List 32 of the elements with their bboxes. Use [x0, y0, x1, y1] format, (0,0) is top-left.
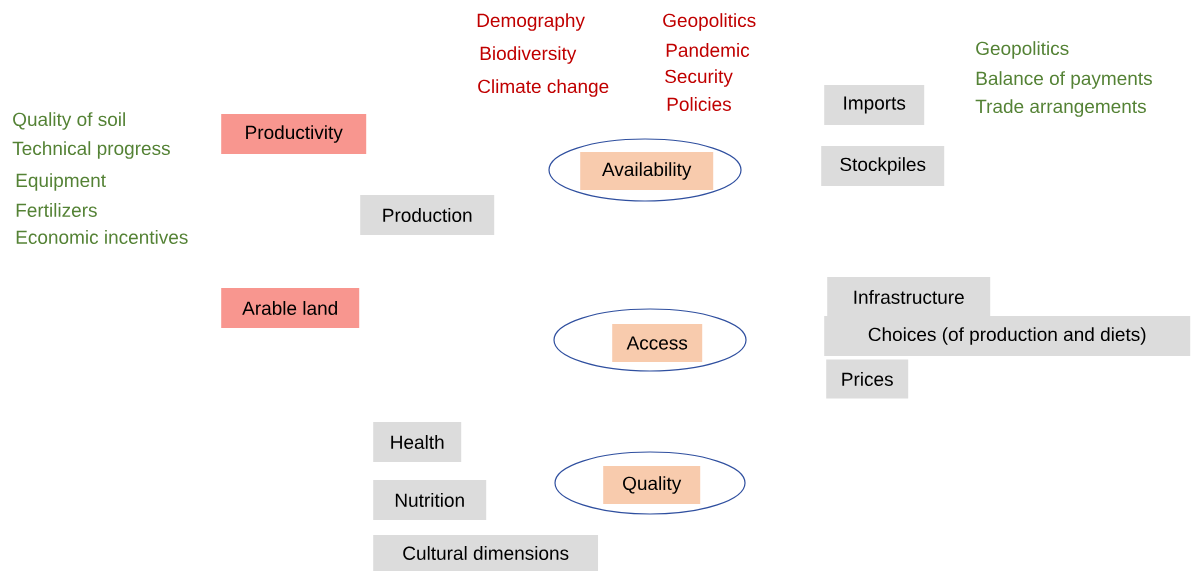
factor-box: Cultural dimensions — [373, 535, 599, 571]
factor-box: Prices — [826, 359, 909, 399]
factor-label: Equipment — [16, 173, 106, 191]
factor-label: Biodiversity — [480, 46, 577, 64]
factor-label: Pandemic — [666, 43, 750, 57]
factor-box: Stockpiles — [821, 146, 945, 186]
dimension-box: Quality — [603, 466, 701, 504]
factor-label: Balance of payments — [976, 71, 1152, 89]
dimension-box: Access — [612, 324, 703, 362]
node-label: Infrastructure — [854, 290, 964, 304]
factor-label: Technical progress — [12, 141, 170, 159]
ellipse — [554, 451, 746, 515]
factor-label: Economic incentives — [16, 230, 188, 244]
factor-box: Infrastructure — [827, 277, 991, 317]
factor-label: Quality of soil — [13, 112, 125, 130]
ellipse — [548, 138, 742, 202]
factor-label: Trade arrangements — [975, 99, 1146, 117]
factor-label: Demography — [477, 13, 585, 31]
factor-label: Climate change — [478, 79, 609, 97]
dimension-box: Availability — [580, 152, 714, 190]
factor-label: Policies — [667, 97, 731, 111]
factor-label: Geopolitics — [976, 41, 1069, 59]
factor-box: Imports — [824, 85, 925, 125]
factor-label: Fertilizers — [16, 203, 97, 217]
factor-label: Security — [665, 69, 733, 87]
ellipse — [553, 308, 747, 372]
factor-label: Geopolitics — [663, 13, 756, 31]
factor-box: Nutrition — [373, 480, 487, 520]
factor-box: Production — [360, 195, 495, 235]
factor-box: Health — [373, 422, 462, 462]
factor-box: Productivity — [221, 114, 367, 154]
factor-box: Arable land — [221, 288, 360, 328]
